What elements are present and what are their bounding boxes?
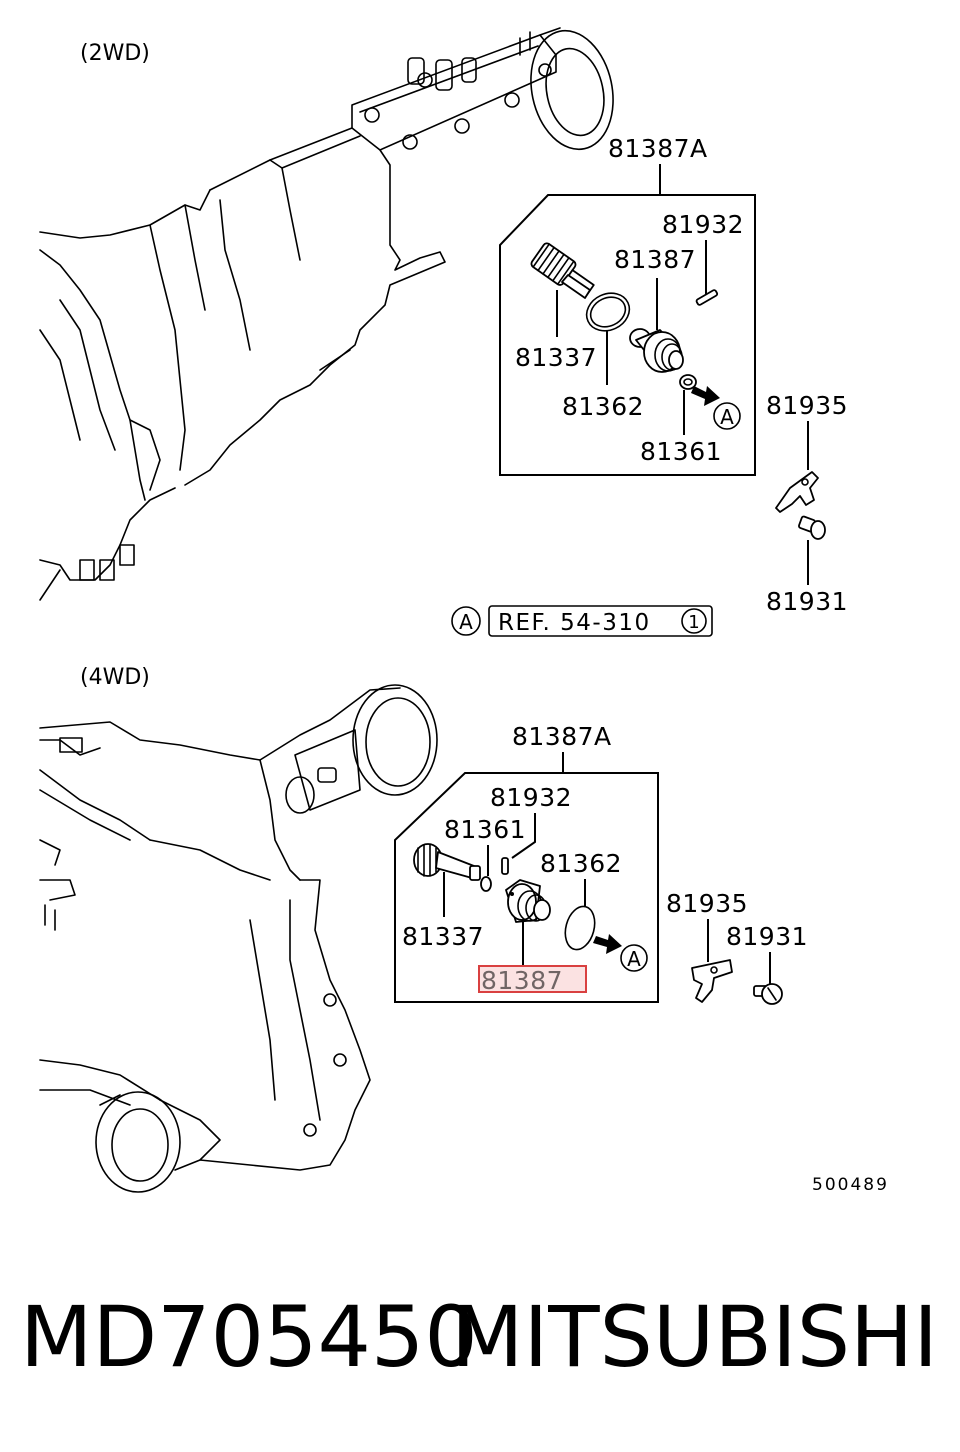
callout-81935-4wd: 81935 (666, 889, 748, 918)
ref-number: 1 (688, 612, 699, 633)
part-number: MD705450 (20, 1288, 478, 1386)
assembly-box-2wd (499, 194, 756, 476)
driven-gear-81337-4wd (413, 843, 481, 881)
pin-81932-4wd (501, 857, 509, 875)
callout-81362-2wd: 81362 (562, 392, 644, 421)
ref-marker-A-top-arrow: A (720, 405, 734, 429)
bolt-81931-2wd (798, 515, 826, 540)
seal-81361-4wd (480, 876, 492, 892)
callout-81362-4wd: 81362 (540, 849, 622, 878)
callout-81932-4wd: 81932 (490, 783, 572, 812)
highlight-81387-4wd (478, 965, 587, 993)
callout-81935-2wd: 81935 (766, 391, 848, 420)
bracket-81935-2wd (775, 471, 819, 513)
o-ring-81362-4wd (564, 905, 596, 951)
transfer-case-4wd-drawing (39, 684, 438, 1193)
section-4wd: (4WD) (39, 665, 889, 1195)
callout-81361-4wd: 81361 (444, 815, 526, 844)
callout-81387-4wd: 81387 (481, 966, 563, 995)
reference-note: A REF. 54-310 1 (451, 605, 713, 637)
callout-81387A-4wd: 81387A (512, 722, 612, 751)
arrow-to-A-4wd: A (593, 934, 648, 972)
ref-marker-A-bottom-arrow: A (627, 947, 641, 971)
figure-number: 500489 (812, 1175, 889, 1195)
transmission-housing-2wd-drawing (39, 27, 614, 601)
bolt-81931-4wd (753, 983, 783, 1005)
sleeve-81387-4wd (505, 879, 551, 923)
section-label-4wd: (4WD) (80, 665, 150, 690)
callout-81931-2wd: 81931 (766, 587, 848, 616)
sleeve-81387-2wd (629, 328, 684, 373)
callout-81337-2wd: 81337 (515, 343, 597, 372)
ref-marker-A-note: A (459, 610, 473, 634)
arrow-to-A-2wd: A (691, 386, 741, 430)
assembly-box-4wd (394, 772, 659, 1003)
bracket-81935-4wd (691, 959, 733, 1003)
callout-81337-4wd: 81337 (402, 922, 484, 951)
ref-text: REF. 54-310 (498, 610, 651, 636)
section-label-2wd: (2WD) (80, 41, 150, 66)
callout-81931-4wd: 81931 (726, 922, 808, 951)
seal-81361-2wd (679, 374, 697, 390)
o-ring-81362-2wd (585, 292, 631, 332)
brand-name: MITSUBISHI (451, 1288, 938, 1386)
callout-81387-2wd: 81387 (614, 245, 696, 274)
callout-81387A-2wd: 81387A (608, 134, 708, 163)
footer: MD705450 MITSUBISHI (20, 1288, 938, 1386)
driven-gear-81337-2wd (530, 242, 595, 299)
pin-81932-2wd (695, 289, 719, 306)
callout-81361-2wd: 81361 (640, 437, 722, 466)
section-2wd: (2WD) (39, 27, 848, 637)
callout-81932-2wd: 81932 (662, 210, 744, 239)
